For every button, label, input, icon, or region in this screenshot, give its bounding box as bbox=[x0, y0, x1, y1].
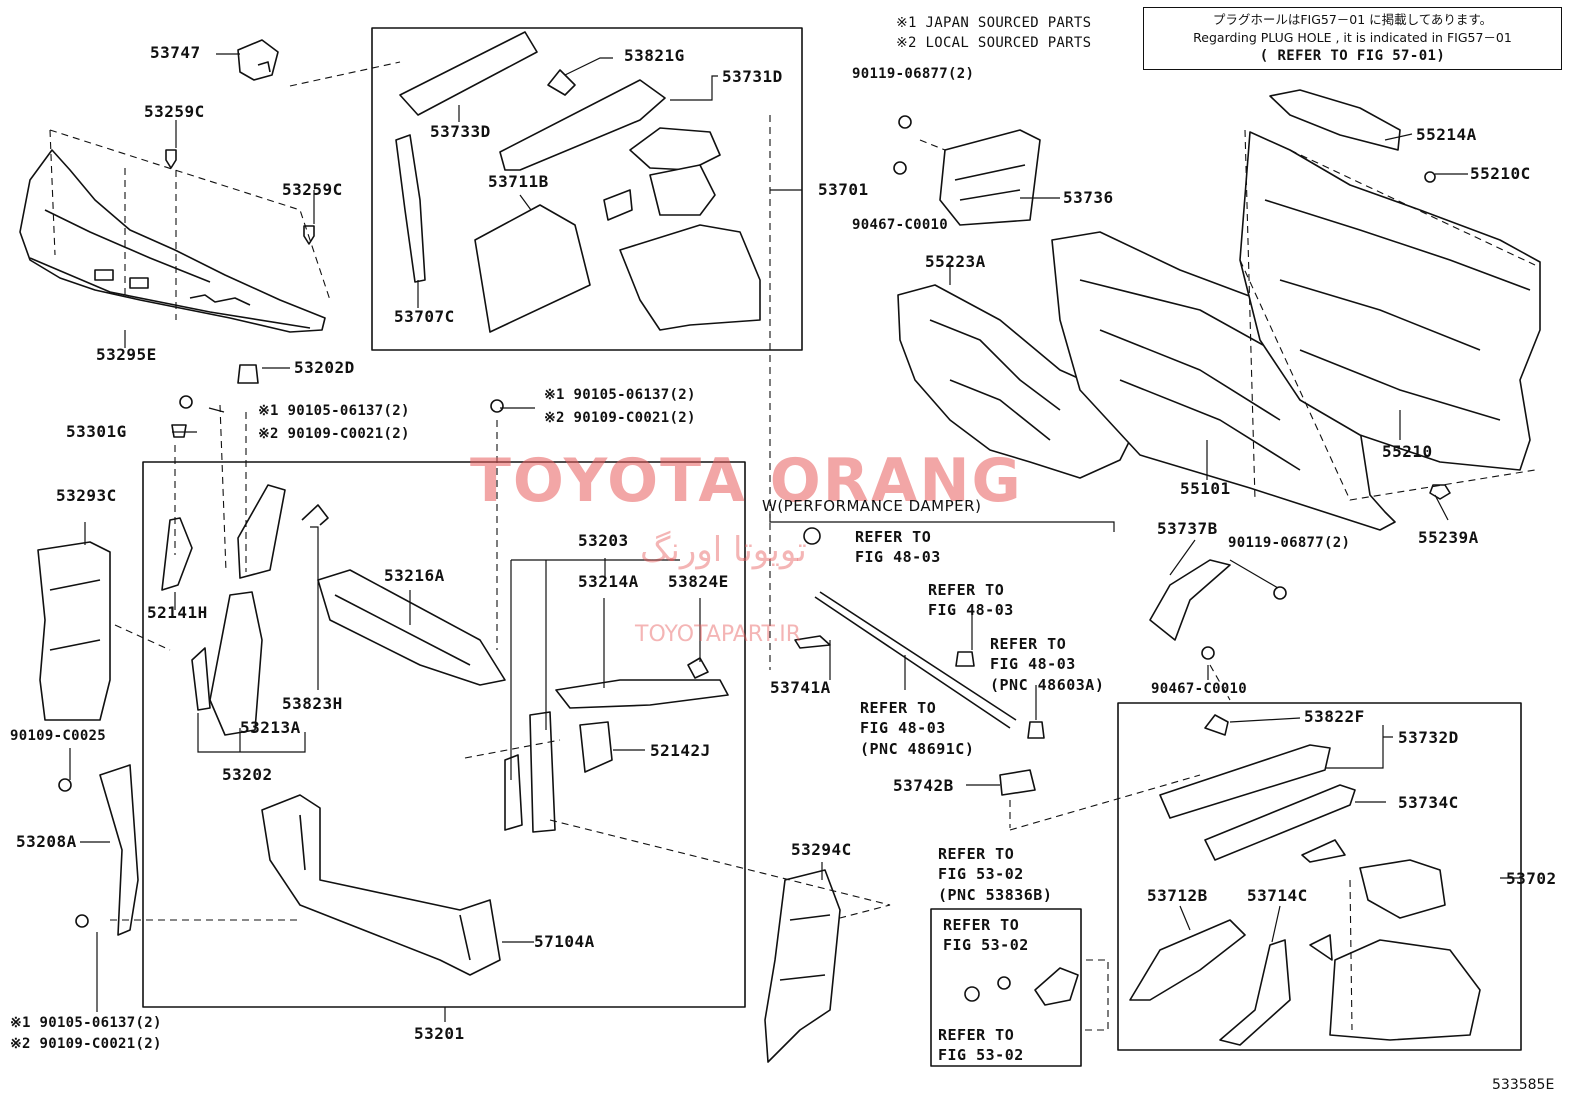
part-label-53732d[interactable]: 53732D bbox=[1398, 728, 1459, 747]
note-ref-link[interactable]: ( REFER TO FIG 57-01) bbox=[1259, 48, 1446, 64]
part-label-90109-c0021[interactable]: ※2 90109-C0021(2) bbox=[10, 1036, 162, 1052]
part-label-53737b[interactable]: 53737B bbox=[1157, 519, 1218, 538]
part-label-52141h[interactable]: 52141H bbox=[147, 603, 208, 622]
part-label-52142j[interactable]: 52142J bbox=[650, 741, 711, 760]
part-label-90109-c0021[interactable]: ※2 90109-C0021(2) bbox=[544, 410, 696, 426]
part-label-53216a[interactable]: 53216A bbox=[384, 566, 445, 585]
part-label-53823h[interactable]: 53823H bbox=[282, 694, 343, 713]
part-label-55239a[interactable]: 55239A bbox=[1418, 528, 1479, 547]
part-label-53214a[interactable]: 53214A bbox=[578, 572, 639, 591]
part-label-53202[interactable]: 53202 bbox=[222, 765, 273, 784]
part-label-53208a[interactable]: 53208A bbox=[16, 832, 77, 851]
part-label-55210[interactable]: 55210 bbox=[1382, 442, 1433, 461]
part-label-55223a[interactable]: 55223A bbox=[925, 252, 986, 271]
part-label-53822f[interactable]: 53822F bbox=[1304, 707, 1365, 726]
performance-damper-variant: W(PERFORMANCE DAMPER) bbox=[762, 497, 982, 515]
part-label-90119-06877[interactable]: 90119-06877(2) bbox=[852, 66, 975, 82]
part-label-53203[interactable]: 53203 bbox=[578, 531, 629, 550]
refer-to-fig-48-03-pnc-48603a[interactable]: REFER TO FIG 48-03 (PNC 48603A) bbox=[990, 635, 1105, 694]
part-label-57104a[interactable]: 57104A bbox=[534, 932, 595, 951]
front-cover-53295e bbox=[19, 149, 326, 333]
note-en: Regarding PLUG HOLE , it is indicated in… bbox=[1193, 30, 1512, 45]
part-label-53821g[interactable]: 53821G bbox=[624, 46, 685, 65]
part-label-53702[interactable]: 53702 bbox=[1506, 869, 1557, 888]
part-label-53701[interactable]: 53701 bbox=[818, 180, 869, 199]
part-label-53295e[interactable]: 53295E bbox=[96, 345, 157, 364]
part-label-90119-06877[interactable]: 90119-06877(2) bbox=[1228, 535, 1351, 551]
watermark-persian: تویوتا اورنگ bbox=[640, 530, 807, 570]
part-label-53747[interactable]: 53747 bbox=[150, 43, 201, 62]
part-label-53294c[interactable]: 53294C bbox=[791, 840, 852, 859]
watermark-brand: TOYOTA ORANG bbox=[470, 446, 1023, 516]
part-label-55214a[interactable]: 55214A bbox=[1416, 125, 1477, 144]
part-label-53742b[interactable]: 53742B bbox=[893, 776, 954, 795]
part-label-53731d[interactable]: 53731D bbox=[722, 67, 783, 86]
part-label-53259c[interactable]: 53259C bbox=[144, 102, 205, 121]
watermark-site: TOYOTAPART.IR bbox=[635, 622, 802, 647]
plug-hole-note: プラグホールはFIG57－01 に掲載してあります。 Regarding PLU… bbox=[1143, 7, 1562, 70]
part-label-90105-06137[interactable]: ※1 90105-06137(2) bbox=[258, 403, 410, 419]
part-label-90467-c0010[interactable]: 90467-C0010 bbox=[852, 217, 949, 233]
legend-local-sourced: ※2 LOCAL SOURCED PARTS bbox=[896, 35, 1092, 51]
part-label-53734c[interactable]: 53734C bbox=[1398, 793, 1459, 812]
part-label-53733d[interactable]: 53733D bbox=[430, 122, 491, 141]
part-label-53301g[interactable]: 53301G bbox=[66, 422, 127, 441]
part-label-53293c[interactable]: 53293C bbox=[56, 486, 117, 505]
part-label-53714c[interactable]: 53714C bbox=[1247, 886, 1308, 905]
part-label-90105-06137[interactable]: ※1 90105-06137(2) bbox=[10, 1015, 162, 1031]
part-label-90109-c0025[interactable]: 90109-C0025 bbox=[10, 728, 107, 744]
refer-to-fig-53-02-pnc-53836b[interactable]: REFER TO FIG 53-02 (PNC 53836B) bbox=[938, 845, 1053, 904]
note-jp: プラグホールはFIG57－01 に掲載してあります。 bbox=[1212, 12, 1493, 27]
refer-to-fig-48-03[interactable]: REFER TO FIG 48-03 bbox=[928, 581, 1014, 620]
refer-to-fig-53-02[interactable]: REFER TO FIG 53-02 bbox=[938, 1026, 1024, 1065]
part-label-55101[interactable]: 55101 bbox=[1180, 479, 1231, 498]
part-label-53707c[interactable]: 53707C bbox=[394, 307, 455, 326]
catalog-number: 533585E bbox=[1492, 1077, 1555, 1093]
part-label-55210c[interactable]: 55210C bbox=[1470, 164, 1531, 183]
part-label-90467-c0010[interactable]: 90467-C0010 bbox=[1151, 681, 1248, 697]
legend-japan-sourced: ※1 JAPAN SOURCED PARTS bbox=[896, 15, 1092, 31]
part-label-53202d[interactable]: 53202D bbox=[294, 358, 355, 377]
part-label-53711b[interactable]: 53711B bbox=[488, 172, 549, 191]
part-label-53201[interactable]: 53201 bbox=[414, 1024, 465, 1043]
part-label-90105-06137[interactable]: ※1 90105-06137(2) bbox=[544, 387, 696, 403]
refer-to-fig-53-02[interactable]: REFER TO FIG 53-02 bbox=[943, 916, 1029, 955]
part-label-53741a[interactable]: 53741A bbox=[770, 678, 831, 697]
part-label-53213a[interactable]: 53213A bbox=[240, 718, 301, 737]
part-label-53712b[interactable]: 53712B bbox=[1147, 886, 1208, 905]
refer-to-fig-48-03-pnc-48691c[interactable]: REFER TO FIG 48-03 (PNC 48691C) bbox=[860, 699, 975, 758]
part-label-53259c[interactable]: 53259C bbox=[282, 180, 343, 199]
refer-to-fig-48-03[interactable]: REFER TO FIG 48-03 bbox=[855, 528, 941, 567]
part-label-53736[interactable]: 53736 bbox=[1063, 188, 1114, 207]
part-label-53824e[interactable]: 53824E bbox=[668, 572, 729, 591]
part-label-90109-c0021[interactable]: ※2 90109-C0021(2) bbox=[258, 426, 410, 442]
